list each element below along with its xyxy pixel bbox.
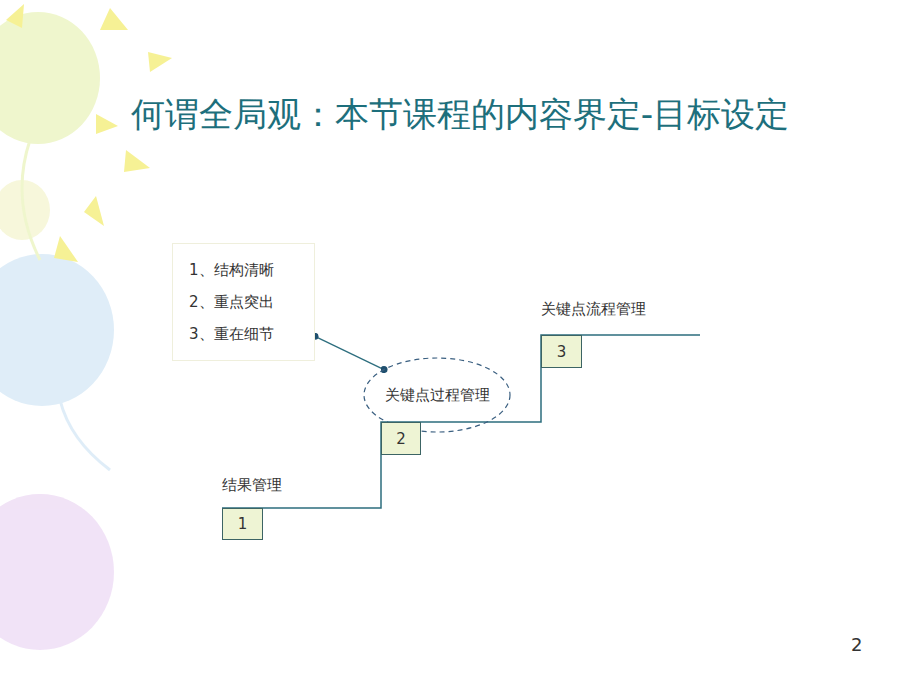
step-box: 3	[541, 335, 582, 368]
ray	[54, 236, 78, 262]
list-item: 1、结构清晰	[189, 254, 298, 286]
ray	[124, 150, 150, 172]
balloon	[0, 254, 114, 406]
list-item: 2、重点突出	[189, 286, 298, 318]
step-number: 3	[557, 343, 567, 361]
step-box: 2	[381, 422, 421, 455]
ellipse-outline	[364, 358, 510, 432]
step-number: 2	[396, 430, 406, 448]
balloon	[0, 494, 114, 650]
ray	[100, 8, 128, 30]
ray	[96, 114, 118, 134]
list-item: 3、重在细节	[189, 318, 298, 350]
balloon-string	[60, 400, 110, 470]
ray	[6, 4, 24, 28]
stage-label: 结果管理	[222, 476, 282, 495]
leader-connector	[315, 336, 384, 369]
step-label: 关键点过程管理	[385, 386, 490, 404]
slide-title: 何谓全局观：本节课程的内容界定-目标设定	[0, 92, 920, 138]
dashed-ellipse: 关键点过程管理	[364, 358, 510, 432]
note-box: 1、结构清晰2、重点突出3、重在细节	[172, 243, 315, 361]
step-number: 1	[238, 515, 248, 533]
page-number: 2	[851, 634, 862, 655]
balloon-string	[22, 140, 40, 260]
step-box: 1	[222, 508, 263, 540]
balloon	[0, 12, 100, 144]
ray	[84, 196, 104, 226]
ray	[148, 52, 172, 72]
stage-label: 关键点流程管理	[541, 300, 646, 319]
